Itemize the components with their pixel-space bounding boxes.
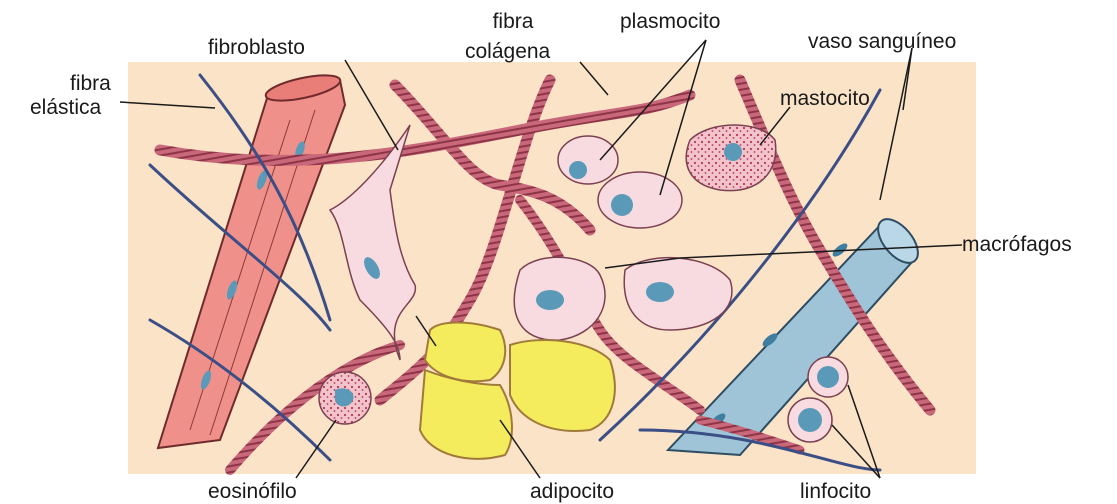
label-vaso-sanguineo: vaso sanguíneo xyxy=(808,30,956,54)
label-fibra-colagena-line1: fibra xyxy=(478,10,548,34)
label-linfocito: linfocito xyxy=(800,480,871,504)
label-eosinofilo: eosinófilo xyxy=(208,480,297,504)
eosinophil-cell xyxy=(319,372,371,424)
label-mastocito: mastocito xyxy=(780,87,870,111)
label-fibra-elastica-line1: fibra xyxy=(70,72,111,96)
label-macrofagos: macrófagos xyxy=(962,233,1072,257)
label-adipocito: adipocito xyxy=(530,480,614,504)
mastocyte-cell xyxy=(686,125,776,191)
label-fibra-colagena-line2: colágena xyxy=(465,40,550,64)
label-fibroblasto: fibroblasto xyxy=(208,36,305,60)
label-plasmocito: plasmocito xyxy=(620,10,720,34)
label-fibra-elastica-line2: elástica xyxy=(30,96,101,120)
